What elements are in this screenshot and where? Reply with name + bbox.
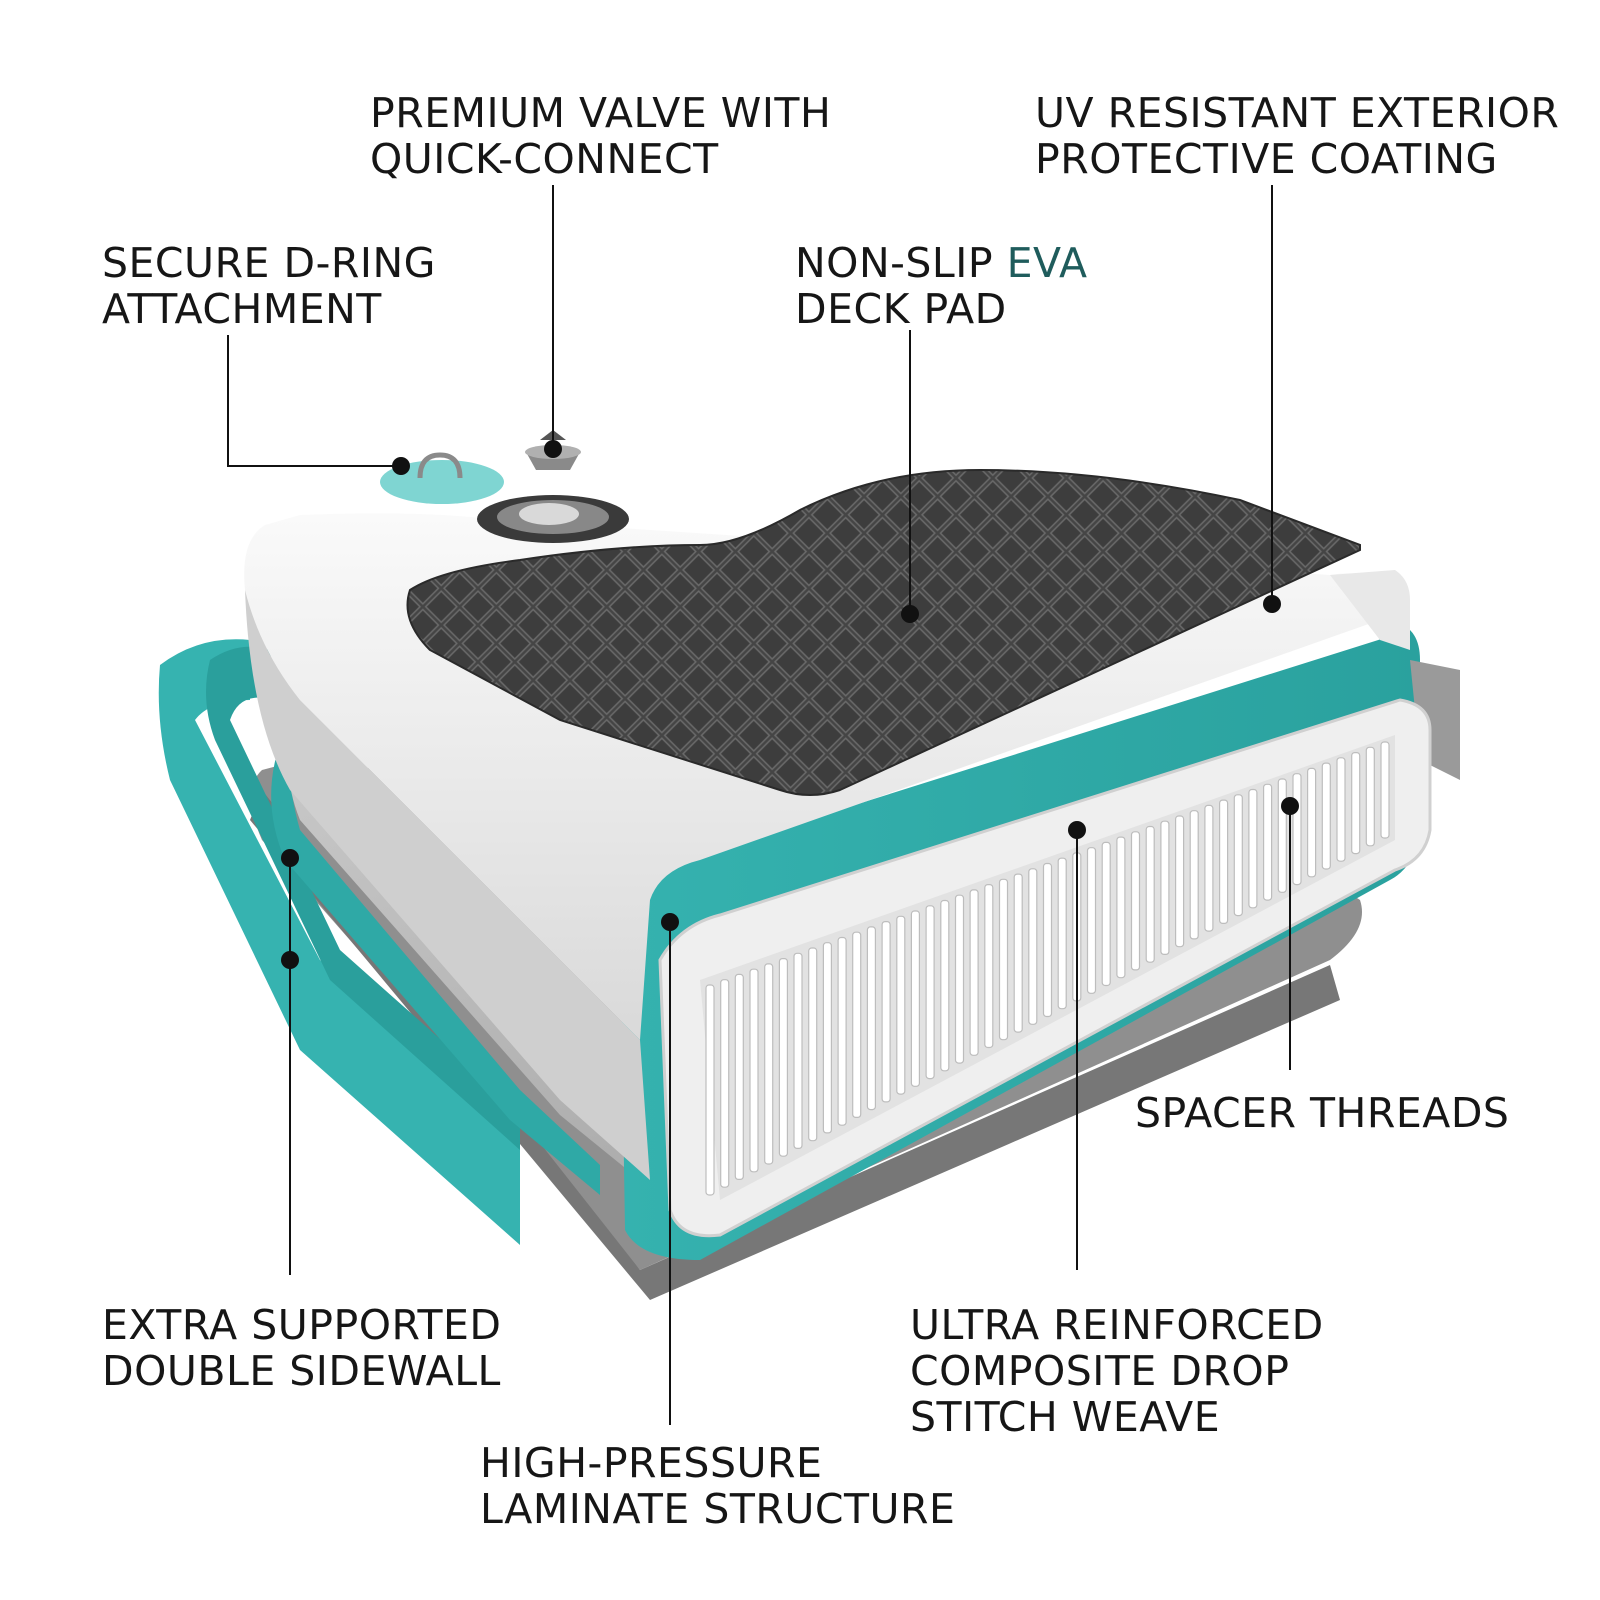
callout-valve-line2: QUICK-CONNECT bbox=[370, 135, 719, 183]
spacer-thread bbox=[1277, 778, 1287, 893]
spacer-thread bbox=[1174, 815, 1185, 948]
spacer-thread bbox=[866, 926, 877, 1111]
eva-deck-pad bbox=[406, 468, 1361, 796]
callout-drop-stitch-line2: COMPOSITE DROP bbox=[910, 1347, 1290, 1395]
spacer-thread bbox=[1321, 762, 1331, 870]
spacer-thread bbox=[1248, 788, 1258, 909]
spacer-thread bbox=[1042, 862, 1053, 1018]
callout-deck-pad-line1-eva: EVA bbox=[1006, 239, 1088, 287]
callout-dot-valve bbox=[544, 440, 562, 458]
spacer-thread bbox=[1145, 825, 1155, 963]
spacer-thread bbox=[969, 889, 979, 1056]
callout-spacer-threads: SPACER THREADS bbox=[1135, 1090, 1509, 1136]
spacer-thread bbox=[1101, 841, 1111, 987]
callout-dot-d-ring bbox=[392, 457, 410, 475]
drop-stitch-core bbox=[658, 698, 1432, 1238]
callout-d-ring: SECURE D-RING ATTACHMENT bbox=[102, 240, 436, 332]
spacer-thread bbox=[1013, 873, 1023, 1033]
callout-uv-coating-line2: PROTECTIVE COATING bbox=[1035, 135, 1498, 183]
spacer-thread bbox=[1116, 836, 1126, 979]
spacer-thread bbox=[734, 973, 744, 1181]
spacer-thread bbox=[910, 910, 921, 1087]
spacer-thread bbox=[778, 957, 789, 1157]
callout-uv-coating: UV RESISTANT EXTERIOR PROTECTIVE COATING bbox=[1035, 90, 1559, 182]
spacer-thread bbox=[808, 947, 818, 1142]
spacer-thread bbox=[940, 899, 950, 1072]
callout-sidewall-line1: EXTRA SUPPORTED bbox=[102, 1301, 502, 1349]
spacer-thread bbox=[1351, 751, 1361, 855]
callout-line-d-ring bbox=[227, 335, 400, 467]
callout-drop-stitch: ULTRA REINFORCED COMPOSITE DROP STITCH W… bbox=[910, 1302, 1324, 1440]
inner-sidewall-band bbox=[271, 720, 600, 1195]
callout-deck-pad: NON-SLIP EVA DECK PAD bbox=[795, 240, 1088, 332]
callout-dots bbox=[281, 440, 1299, 969]
spacer-thread bbox=[998, 878, 1009, 1041]
spacer-thread bbox=[705, 984, 715, 1196]
d-ring-icon bbox=[380, 452, 504, 504]
callout-valve-line1: PREMIUM VALVE WITH bbox=[370, 89, 832, 137]
callout-d-ring-line2: ATTACHMENT bbox=[102, 285, 382, 333]
callout-dot-drop-stitch bbox=[1068, 821, 1086, 839]
spacer-thread bbox=[954, 894, 965, 1064]
spacer-thread bbox=[720, 979, 730, 1188]
callout-d-ring-line1: SECURE D-RING bbox=[102, 239, 436, 287]
spacer-thread bbox=[1189, 810, 1199, 940]
spacer-thread bbox=[881, 920, 891, 1103]
callout-laminate: HIGH-PRESSURE LAMINATE STRUCTURE bbox=[480, 1440, 955, 1532]
callout-valve: PREMIUM VALVE WITH QUICK-CONNECT bbox=[370, 90, 831, 182]
spacer-thread bbox=[1204, 804, 1214, 932]
spacer-thread bbox=[1130, 831, 1141, 971]
spacer-thread bbox=[896, 915, 906, 1095]
callout-spacer-threads-line1: SPACER THREADS bbox=[1135, 1089, 1510, 1137]
callout-dot-uv-coating bbox=[1263, 595, 1281, 613]
callout-lines bbox=[227, 185, 1291, 1425]
outer-sidewall-strip bbox=[158, 639, 520, 1245]
spacer-thread bbox=[1306, 767, 1317, 878]
callout-dot-sidewall-inner bbox=[281, 951, 299, 969]
spacer-thread bbox=[764, 963, 774, 1165]
spacer-thread bbox=[793, 952, 803, 1149]
callout-drop-stitch-line3: STITCH WEAVE bbox=[910, 1393, 1221, 1441]
spacer-thread bbox=[837, 936, 847, 1126]
callout-dot-laminate bbox=[661, 913, 679, 931]
callout-drop-stitch-line1: ULTRA REINFORCED bbox=[910, 1301, 1324, 1349]
callout-deck-pad-line1: NON-SLIP EVA bbox=[795, 240, 1088, 286]
callout-dot-deck-pad bbox=[901, 605, 919, 623]
spacer-thread bbox=[1086, 847, 1097, 994]
spacer-thread bbox=[1336, 757, 1346, 862]
callout-laminate-line1: HIGH-PRESSURE bbox=[480, 1439, 823, 1487]
spacer-thread bbox=[749, 968, 759, 1173]
spacer-thread bbox=[1057, 857, 1067, 1010]
spacer-threads bbox=[705, 741, 1390, 1196]
callout-deck-pad-line1-a: NON-SLIP bbox=[795, 239, 1007, 287]
spacer-thread bbox=[984, 883, 994, 1049]
callout-dot-sidewall-outer bbox=[281, 849, 299, 867]
valve-icon bbox=[477, 495, 629, 543]
callout-laminate-line2: LAMINATE STRUCTURE bbox=[480, 1485, 956, 1533]
callout-uv-coating-line1: UV RESISTANT EXTERIOR bbox=[1035, 89, 1560, 137]
callout-sidewall: EXTRA SUPPORTED DOUBLE SIDEWALL bbox=[102, 1302, 502, 1394]
spacer-thread bbox=[925, 905, 935, 1080]
spacer-thread bbox=[852, 931, 862, 1119]
spacer-thread bbox=[1028, 868, 1038, 1025]
callout-deck-pad-line2: DECK PAD bbox=[795, 285, 1007, 333]
spacer-thread bbox=[1160, 820, 1170, 956]
spacer-thread bbox=[1233, 794, 1243, 917]
spacer-thread bbox=[1218, 799, 1229, 924]
spacer-thread bbox=[822, 942, 833, 1134]
spacer-thread bbox=[1262, 783, 1273, 901]
spacer-thread bbox=[1292, 773, 1302, 886]
spacer-thread bbox=[1365, 746, 1375, 847]
callout-sidewall-line2: DOUBLE SIDEWALL bbox=[102, 1347, 501, 1395]
callout-dot-spacer-threads bbox=[1281, 797, 1299, 815]
spacer-thread bbox=[1380, 741, 1390, 839]
